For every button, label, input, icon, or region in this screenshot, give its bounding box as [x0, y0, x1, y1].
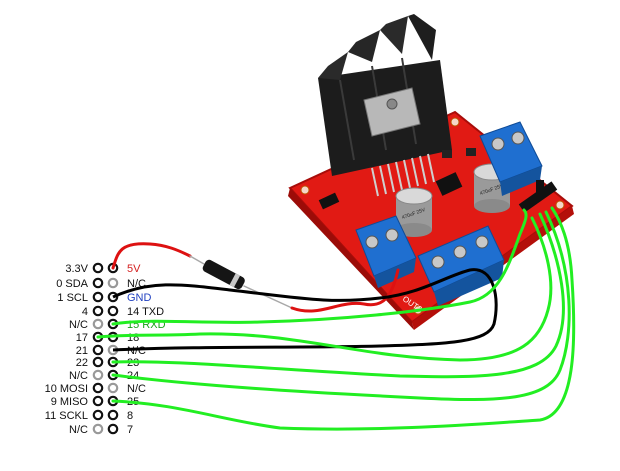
mount-hole	[555, 200, 565, 210]
pin-label-left: N/C	[69, 319, 88, 331]
heatsink-fin	[348, 30, 380, 62]
smd-component	[442, 150, 452, 158]
signal-wire-25	[111, 206, 576, 431]
pin-label-left: N/C	[69, 424, 88, 436]
heatsink-screw	[386, 98, 398, 110]
terminal-screw	[453, 245, 467, 259]
gpio-pin	[92, 344, 104, 356]
cap-base	[396, 223, 432, 237]
terminal-screw	[365, 235, 379, 249]
jumper	[536, 180, 544, 194]
pin-label-right: N/C	[127, 383, 146, 395]
pin-header	[518, 181, 558, 213]
gpio-pin	[92, 369, 104, 381]
heatsink-fin	[408, 14, 436, 60]
gpio-pin	[92, 277, 104, 289]
terminal-screw	[475, 235, 489, 249]
gpio-pin	[92, 305, 104, 317]
signal-wire-23	[111, 212, 565, 379]
pin-label-left: 11 SCKL	[45, 410, 88, 422]
cap-top	[395, 187, 433, 205]
pin-label-right: 8	[127, 410, 133, 422]
heatsink-fin	[318, 52, 348, 80]
pin-label-left: 9 MISO	[51, 396, 89, 408]
signal-wire-24	[111, 210, 571, 402]
terminal-screw	[385, 228, 399, 242]
screw-terminal-left	[355, 215, 417, 288]
pin-label-5v: 5V	[127, 263, 141, 275]
motor-driver-board: 470uF 25V 470uF 25V	[288, 14, 574, 330]
pin-label-left: N/C	[69, 370, 88, 382]
screw-terminal-middle	[417, 225, 505, 306]
pin-label-left: 22	[76, 357, 88, 369]
diode-lead	[189, 255, 205, 265]
pin-label-left: 1 SCL	[57, 292, 88, 304]
terminal-side	[374, 258, 416, 288]
heatsink-clip	[363, 87, 421, 137]
red-wire-segment	[111, 242, 192, 270]
pin-label-left: 10 MOSI	[45, 383, 88, 395]
ground-wire	[112, 268, 498, 352]
gpio-pin	[92, 356, 104, 368]
terminal-screw	[491, 137, 505, 151]
pin-label-right: N/C	[127, 345, 146, 357]
gpio-pin	[92, 409, 104, 421]
pin-label-left: 3.3V	[65, 263, 88, 275]
smd-component	[318, 192, 340, 210]
mount-hole	[450, 117, 460, 127]
gpio-pin	[107, 305, 119, 317]
power-wire	[111, 242, 400, 313]
diode-lead	[243, 285, 293, 309]
control-header	[518, 180, 558, 213]
gpio-labels: 3.3V 0 SDA 1 SCL 4 N/C 17 21 22 N/C 10 M…	[45, 263, 166, 436]
pin-label-left: 4	[82, 306, 88, 318]
gpio-pin	[92, 318, 104, 330]
cap-base	[474, 199, 510, 213]
signal-wire-17	[96, 216, 553, 362]
regulator-chip	[435, 172, 463, 196]
terminal-side	[434, 260, 504, 306]
smd-component	[466, 148, 476, 156]
gpio-pin	[92, 382, 104, 394]
signal-wire-rxd	[111, 208, 528, 326]
heatsink	[318, 14, 452, 176]
pin-label-left: 0 SDA	[56, 278, 88, 290]
screw-terminal-right	[479, 121, 543, 196]
gpio-pin	[107, 277, 119, 289]
gpio-pin	[107, 423, 119, 435]
mount-hole	[300, 185, 310, 195]
red-wire-segment	[290, 268, 400, 313]
pin-label-left: 17	[76, 332, 88, 344]
signal-wires	[96, 206, 576, 431]
gpio-pin	[92, 262, 104, 274]
terminal-screw	[431, 255, 445, 269]
heatsink-groove	[339, 79, 355, 161]
pin-label-right: 7	[127, 424, 133, 436]
gpio-pin	[107, 409, 119, 421]
diode-band	[229, 273, 241, 288]
diode	[202, 259, 245, 290]
diode-body	[202, 259, 245, 290]
gpio-pin	[107, 291, 119, 303]
gpio-pin	[92, 291, 104, 303]
terminal-screw	[511, 131, 525, 145]
gpio-pin	[92, 395, 104, 407]
gpio-pin	[92, 423, 104, 435]
pin-label-right: 14 TXD	[127, 306, 164, 318]
pcb-edge	[288, 188, 414, 330]
capacitor-left: 470uF 25V	[395, 187, 433, 237]
driver-chip-pins	[371, 153, 435, 197]
pin-label-left: 21	[76, 345, 88, 357]
terminal-side	[500, 166, 542, 196]
pin-label-gnd: GND	[127, 292, 152, 304]
heatsink-fin	[380, 16, 408, 54]
gpio-pin	[107, 382, 119, 394]
